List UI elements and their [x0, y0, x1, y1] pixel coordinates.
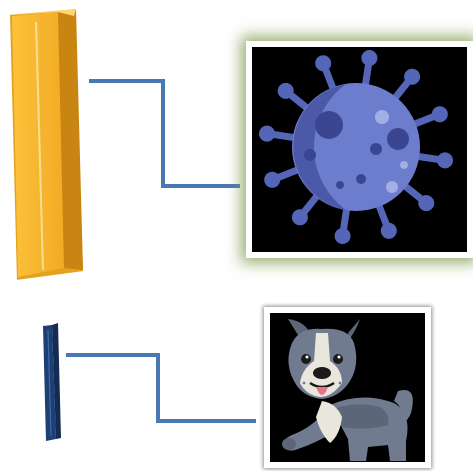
virus-spike-knob: [431, 106, 448, 123]
virus-spike-knob: [380, 222, 397, 239]
virus-spike-knob: [277, 82, 294, 99]
virus-spike-knob: [334, 228, 351, 244]
dog-image-tile: [264, 307, 431, 468]
dog-icon: [282, 319, 413, 461]
virus-spike-knob: [418, 195, 435, 212]
virus-spike-knob: [404, 68, 421, 85]
virus-spike-knob: [361, 50, 378, 66]
connector-line-2: [66, 353, 256, 423]
virus-image-tile: [246, 41, 473, 258]
virus-spike-knob: [437, 152, 453, 169]
virus-spike-knob: [264, 171, 281, 188]
virus-spike-knob: [259, 125, 275, 142]
virus-spike-knob: [315, 55, 332, 72]
virus-spike-knob: [291, 209, 308, 226]
connector-line-1: [89, 79, 240, 188]
virus-icon: [259, 50, 453, 244]
gold-bar: [7, 6, 86, 283]
navy-bar: [41, 322, 62, 443]
